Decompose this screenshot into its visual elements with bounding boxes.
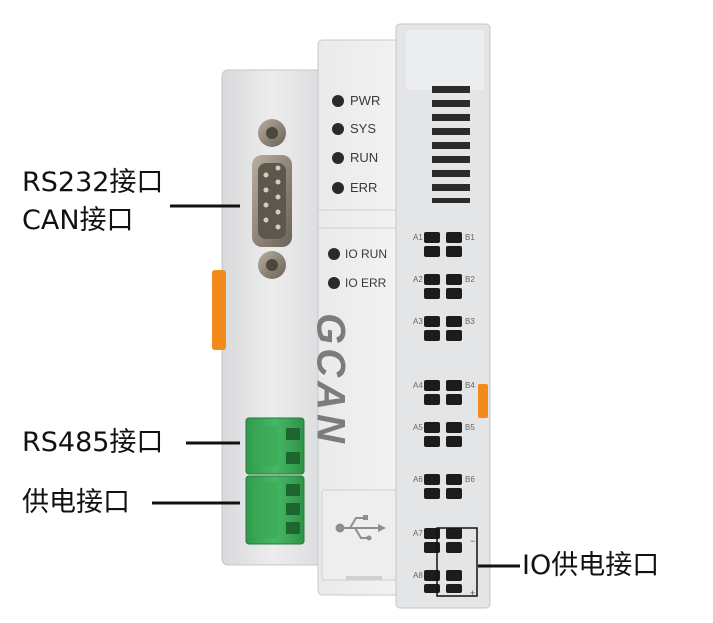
- io-module: − +: [395, 23, 491, 609]
- orange-latch-left: [212, 270, 226, 350]
- can-callout: CAN接口: [22, 205, 134, 236]
- io-power-callout: IO供电接口: [522, 550, 660, 581]
- callout-lines: [152, 204, 520, 568]
- io-power-highlight: [436, 527, 478, 597]
- svg-text:−: −: [470, 536, 475, 546]
- brand-logo: GCAN: [308, 313, 353, 447]
- usb-cover: [321, 489, 405, 581]
- led-label-io-err: IO ERR: [345, 276, 387, 290]
- terminal-label-b4: B4: [465, 381, 475, 390]
- led-group: [328, 95, 344, 289]
- led-label-err: ERR: [350, 180, 378, 195]
- terminal-label-a7: A7: [413, 529, 423, 538]
- terminal-label-b3: B3: [465, 317, 475, 326]
- led-label-io-run: IO RUN: [345, 247, 387, 261]
- orange-latch-right: [478, 384, 488, 418]
- db9-connector: [252, 119, 292, 279]
- terminal-label-a4: A4: [413, 381, 423, 390]
- led-label-pwr: PWR: [350, 93, 381, 108]
- front-panel: [317, 39, 409, 596]
- rs485-callout: RS485接口: [22, 427, 164, 458]
- power-terminal-block: [245, 475, 305, 545]
- terminal-label-a5: A5: [413, 423, 423, 432]
- rs232-callout: RS232接口: [22, 167, 164, 198]
- power-callout: 供电接口: [22, 487, 130, 518]
- terminal-label-a1: A1: [413, 233, 423, 242]
- usb-icon: [335, 515, 386, 541]
- terminal-label-a8: A8: [413, 571, 423, 580]
- terminal-label-a3: A3: [413, 317, 423, 326]
- terminal-label-b1: B1: [465, 233, 475, 242]
- terminal-label-a6: A6: [413, 475, 423, 484]
- led-label-sys: SYS: [350, 121, 377, 136]
- terminal-label-a2: A2: [413, 275, 423, 284]
- terminal-label-b5: B5: [465, 423, 475, 432]
- led-label-run: RUN: [350, 150, 379, 165]
- rs485-terminal-block: [245, 417, 305, 475]
- terminal-label-b2: B2: [465, 275, 475, 284]
- terminal-label-b6: B6: [465, 475, 475, 484]
- svg-text:+: +: [470, 588, 475, 598]
